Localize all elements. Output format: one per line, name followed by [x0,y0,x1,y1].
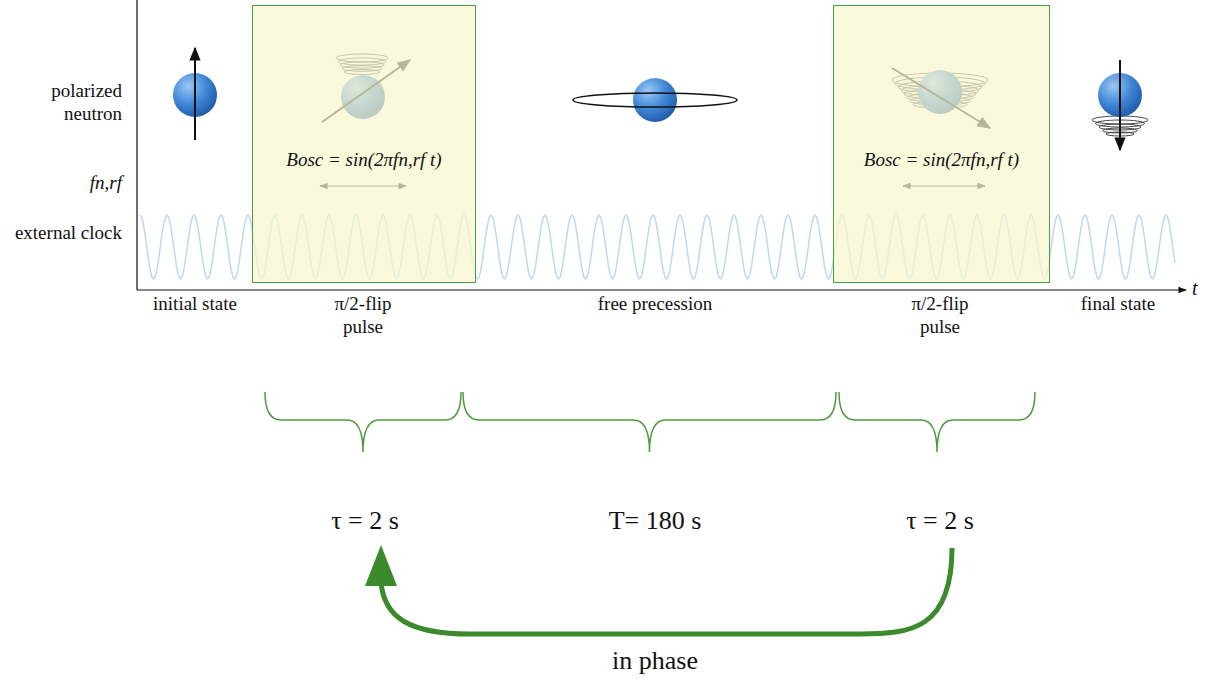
vertical-axis [136,0,137,290]
phase-label: π/2-flip pulse [890,293,990,339]
phase-arrowhead [365,545,397,586]
neutron [633,78,677,122]
row-label: external clock [4,222,122,245]
spin-arrow [1119,60,1121,150]
phase-arrow [381,548,952,634]
pulse-box: Bosc = sin(2πfn,rf t) [833,5,1050,283]
phase-label: π/2-flip pulse [313,293,413,339]
brace [265,392,461,452]
row-label: polarized neutron [4,80,122,126]
field-formula: Bosc = sin(2πfn,rf t) [253,149,475,171]
spin-arrow [194,48,196,140]
brace [463,392,836,452]
field-formula: Bosc = sin(2πfn,rf t) [834,149,1049,171]
duration-label: T= 180 s [560,505,750,536]
axis-label: t [1192,276,1206,300]
phase-label: final state [1073,293,1163,316]
pulse-box: Bosc = sin(2πfn,rf t) [252,5,476,283]
phase-label: initial state [150,293,240,316]
phase-note: in phase [560,645,750,676]
time-axis [137,289,1186,290]
brace [839,392,1035,452]
precession-ring [573,93,737,107]
duration-label: τ = 2 s [855,505,1025,536]
duration-label: τ = 2 s [280,505,450,536]
phase-label: free precession [590,293,720,316]
row-label: fn,rf [4,172,122,195]
